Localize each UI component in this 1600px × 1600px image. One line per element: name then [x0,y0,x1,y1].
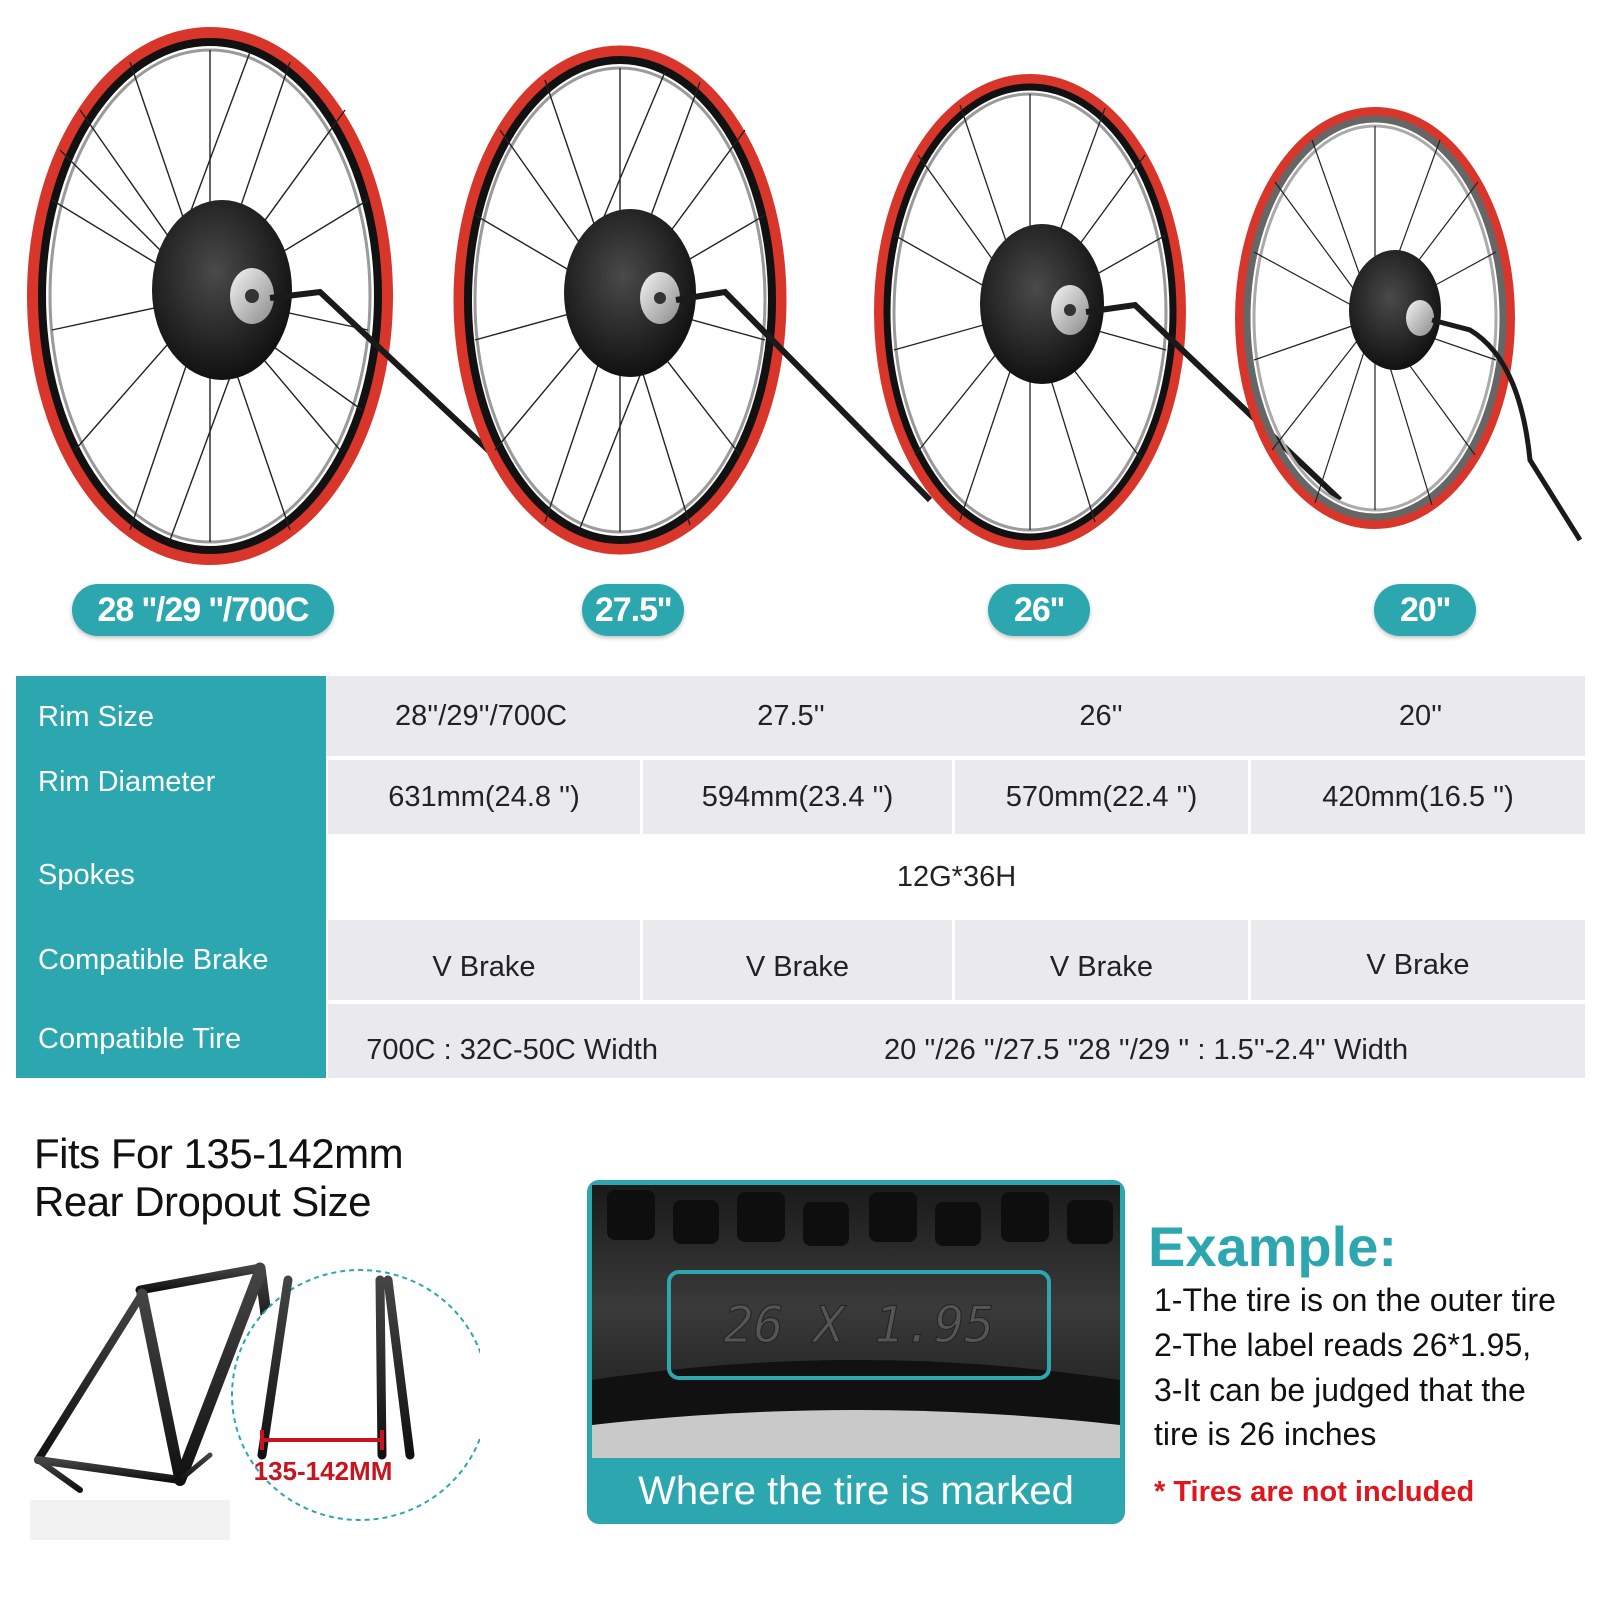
rim-size-27-5: 27.5'' [636,676,946,756]
rim-size-28-29-700c: 28''/29''/700C [326,676,636,756]
rim-diameter-28-29-700c: 631mm(24.8 '') [328,760,640,834]
wheel-28-29-700c [27,27,523,565]
tire-other-sizes: 20 ''/26 ''/27.5 ''28 ''/29 '' : 1.5''-2… [682,1004,1585,1078]
wheel-27-5 [453,45,933,555]
dropout-measure-label: 135-142MM [254,1456,393,1486]
spokes-value: 12G*36H [328,838,1585,916]
brake-20: V Brake [1251,920,1585,1000]
dropout-heading: Fits For 135-142mm Rear Dropout Size [34,1130,404,1226]
label-rim-diameter: Rim Diameter [16,758,326,830]
size-pill-20: 20'' [1374,584,1476,636]
wheel-26 [874,74,1343,550]
tire-700c: 700C : 32C-50C Width [328,1004,682,1078]
wheels-illustration [27,27,1583,565]
example-line-2: 2-The label reads 26*1.95, [1154,1327,1532,1363]
tire-size-marking: 26 X 1.95 [724,1296,995,1354]
label-rim-size: Rim Size [16,676,326,758]
label-compatible-brake: Compatible Brake [16,920,326,1000]
dropout-line-1: Fits For 135-142mm [34,1130,404,1177]
size-pill-26: 26'' [988,584,1090,636]
rim-size-20: 20'' [1256,676,1585,756]
example-line-1: 1-The tire is on the outer tire [1154,1282,1556,1318]
rim-size-26: 26'' [946,676,1256,756]
dropout-line-2: Rear Dropout Size [34,1178,372,1225]
spec-table: Rim Size Rim Diameter Spokes Compatible … [16,676,1585,1078]
rim-diameter-20: 420mm(16.5 '') [1251,760,1585,834]
tires-not-included-note: * Tires are not included [1154,1476,1475,1508]
example-line-3: 3-It can be judged that the [1154,1372,1526,1408]
example-title: Example: [1148,1215,1397,1278]
size-pill-27-5: 27.5'' [582,584,684,636]
example-line-4: tire is 26 inches [1154,1416,1377,1452]
brake-28-29-700c: V Brake [328,920,640,1000]
bike-frame-illustration: 135-142MM [30,1250,489,1540]
brake-27-5: V Brake [643,920,952,1000]
tire-marking-photo: 26 X 1.95 Where the tire is marked [587,1180,1125,1524]
wheel-20 [1235,107,1583,542]
label-compatible-tire: Compatible Tire [16,1000,326,1078]
brake-26: V Brake [955,920,1248,1000]
rim-diameter-26: 570mm(22.4 '') [955,760,1248,834]
tire-photo-caption: Where the tire is marked [638,1468,1074,1513]
rim-diameter-27-5: 594mm(23.4 '') [643,760,952,834]
size-pill-28-29-700c: 28 ''/29 ''/700C [72,584,334,636]
label-spokes: Spokes [16,830,326,920]
